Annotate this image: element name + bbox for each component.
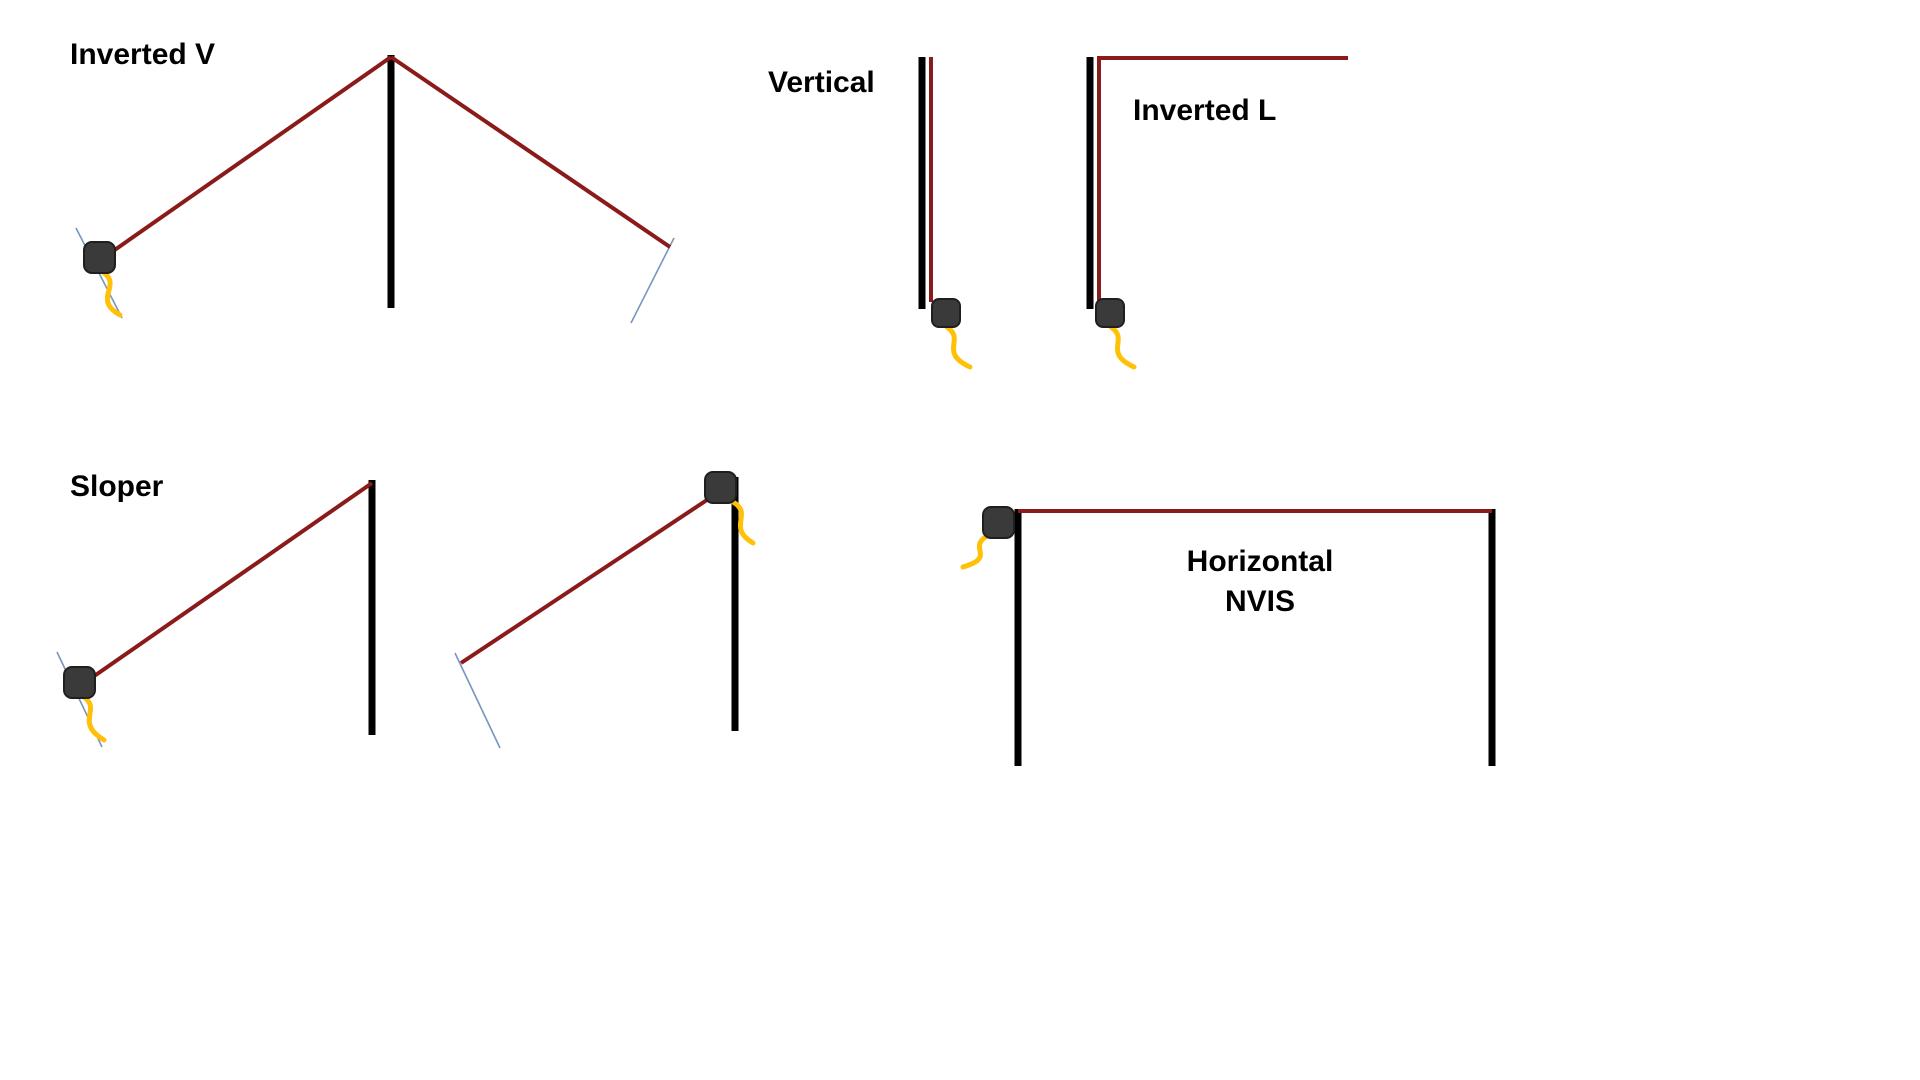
wire-icon (1097, 56, 1348, 301)
sloper-antenna-top-fed (454, 471, 756, 749)
wire-icon (459, 488, 724, 665)
wire-icon (389, 55, 672, 249)
label-sloper: Sloper (70, 470, 164, 503)
feedline-icon (730, 499, 756, 546)
feedline-icon (1108, 324, 1137, 370)
balun-icon (982, 506, 1015, 539)
label-horizontal-nvis-line1: Horizontal (1186, 545, 1334, 578)
feedline-icon (960, 533, 990, 570)
balun-icon (704, 471, 737, 504)
balun-icon (83, 241, 116, 274)
sloper-antenna-bottom-fed (56, 480, 376, 748)
vertical-antenna (918, 57, 973, 370)
feedline-icon (101, 270, 123, 318)
inverted-v-antenna (75, 55, 675, 324)
horizontal-nvis-antenna (960, 506, 1496, 766)
feedline-icon (81, 694, 107, 743)
guy-line-icon (630, 237, 675, 324)
inverted-l-antenna (1086, 56, 1348, 370)
wire-icon (104, 55, 393, 258)
label-vertical: Vertical (768, 66, 875, 99)
guy-line-icon (454, 652, 501, 749)
wire-icon (88, 481, 374, 681)
balun-icon (1095, 298, 1125, 328)
label-horizontal-nvis-line2: NVIS (1224, 585, 1296, 618)
balun-icon (63, 666, 96, 699)
label-inverted-l: Inverted L (1133, 94, 1277, 127)
feedline-icon (944, 324, 973, 370)
balun-icon (931, 298, 961, 328)
label-horizontal-nvis: Horizontal NVIS (1080, 542, 1440, 622)
label-inverted-v: Inverted V (70, 38, 216, 71)
